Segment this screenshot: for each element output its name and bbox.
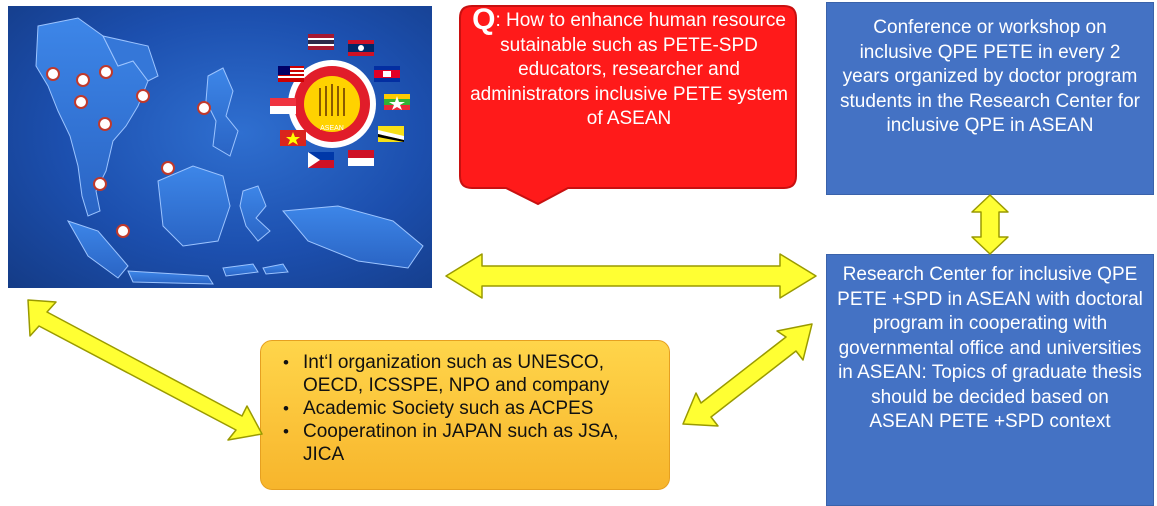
organization-item-intl: Int‘l organization such as UNESCO, OECD,… (283, 351, 657, 397)
organizations-list: Int‘l organization such as UNESCO, OECD,… (273, 351, 657, 466)
conference-workshop-text: Conference or workshop on inclusive QPE … (840, 17, 1140, 136)
conference-workshop-box: Conference or workshop on inclusive QPE … (826, 2, 1154, 195)
question-text: Q: How to enhance human resource sutaina… (470, 5, 788, 132)
svg-text:ASEAN: ASEAN (320, 125, 344, 132)
location-pin-icons (46, 65, 211, 238)
question-body: : How to enhance human resource sutainab… (470, 10, 788, 129)
research-center-text: Research Center for inclusive QPE PETE +… (837, 264, 1143, 432)
arrow-map-research-center (445, 253, 817, 299)
asean-emblem: ASEAN (288, 60, 376, 148)
organization-item-academic: Academic Society such as ACPES (283, 397, 657, 420)
question-callout (459, 5, 797, 206)
arrow-organizations-research-center (682, 323, 813, 427)
asean-map-image: ASEAN (8, 6, 432, 288)
arrow-map-organizations (27, 299, 263, 441)
research-center-box: Research Center for inclusive QPE PETE +… (826, 254, 1154, 506)
organizations-box: Int‘l organization such as UNESCO, OECD,… (260, 340, 670, 490)
organization-item-japan: Cooperatinon in JAPAN such as JSA, JICA (283, 420, 657, 466)
arrow-conference-research-center (971, 194, 1009, 255)
question-letter: Q (472, 3, 496, 36)
map-illustration: ASEAN (35, 17, 424, 285)
country-flags (270, 34, 410, 168)
